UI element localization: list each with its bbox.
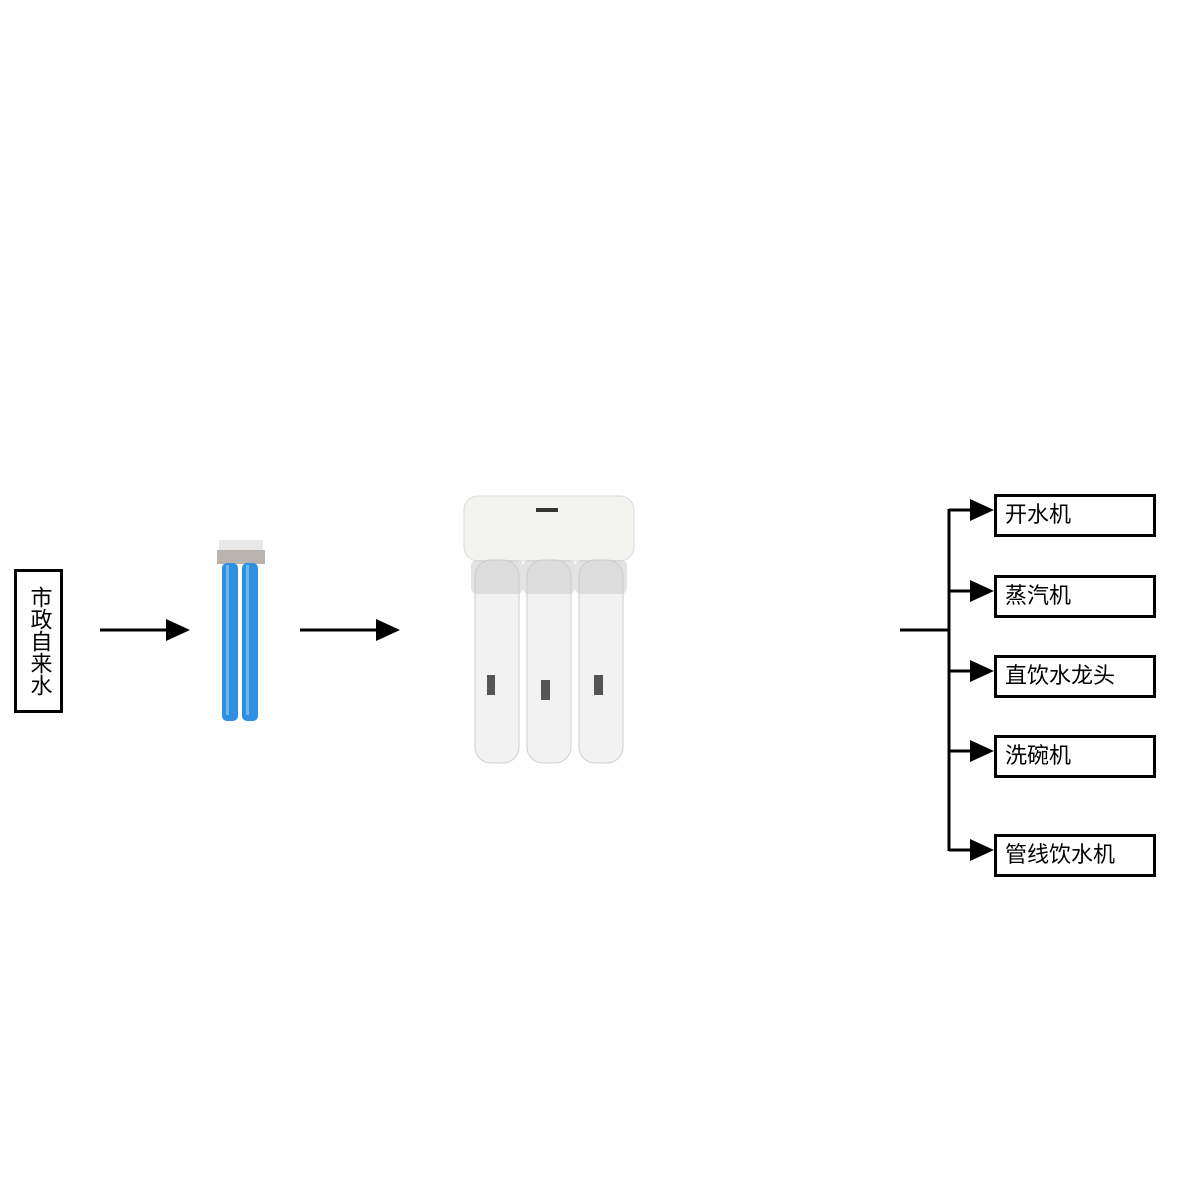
blue-prefilter-icon (217, 540, 265, 721)
output-box-dishwasher: 洗碗机 (994, 735, 1156, 778)
source-box: 市政自来水 (14, 569, 63, 713)
three-stage-filter-icon (463, 495, 635, 764)
output-box-pipeline-dispenser: 管线饮水机 (994, 834, 1156, 877)
arrow-1 (100, 619, 190, 641)
output-box-steamer: 蒸汽机 (994, 575, 1156, 618)
output-box-drinking-faucet: 直饮水龙头 (994, 655, 1156, 698)
branch-lines (900, 499, 994, 861)
output-box-boiling-water-machine: 开水机 (994, 494, 1156, 537)
arrow-2 (300, 619, 400, 641)
